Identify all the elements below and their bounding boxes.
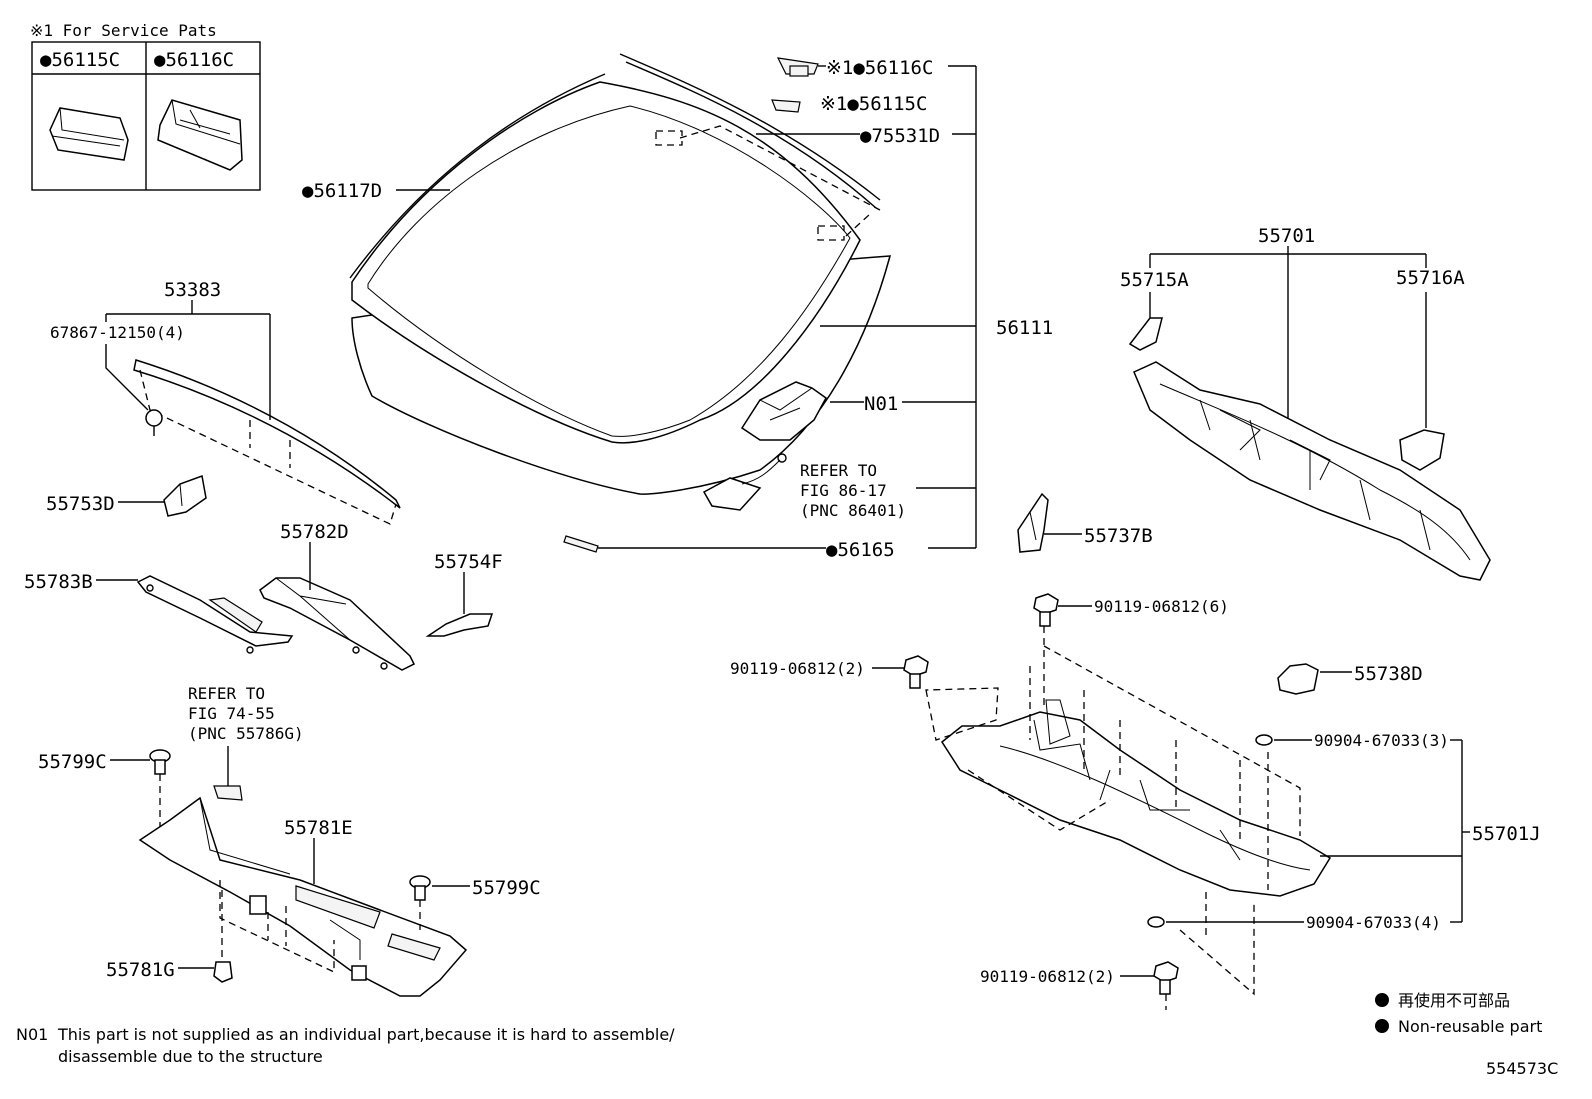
part-55701-dash-panel[interactable]: [1133, 361, 1491, 581]
label-55754f[interactable]: 55754F: [434, 551, 503, 573]
label-67867[interactable]: 67867-12150(4): [50, 323, 185, 342]
label-55783b[interactable]: 55783B: [24, 571, 93, 593]
part-55701j-dash-panel[interactable]: [941, 699, 1332, 897]
part-n01-bracket[interactable]: [740, 381, 827, 441]
legend-line2: Non-reusable part: [1398, 1017, 1542, 1036]
label-55782d[interactable]: 55782D: [280, 521, 349, 543]
footnote-line2: disassemble due to the structure: [58, 1047, 323, 1066]
clip-55799c-left[interactable]: [149, 749, 171, 775]
figure-id: 554573C: [1486, 1059, 1558, 1078]
label-refer-74-line2[interactable]: FIG 74-55: [188, 704, 275, 723]
label-55737b[interactable]: 55737B: [1084, 525, 1153, 547]
part-refer-74-55-strip[interactable]: [213, 785, 243, 801]
label-refer-86-line2[interactable]: FIG 86-17: [800, 481, 887, 500]
footnote-code: N01: [16, 1025, 48, 1044]
clip-56115c-drawing: [49, 107, 129, 161]
service-box-heading: ※1 For Service Pats: [30, 21, 217, 40]
legend-dot-1: [1375, 993, 1389, 1007]
label-90119-06812-6[interactable]: 90119-06812(6): [1094, 597, 1229, 616]
leaders-55701: [1149, 246, 1427, 430]
service-box-col1-label[interactable]: ●56115C: [40, 49, 120, 71]
label-90904-67033-4[interactable]: 90904-67033(4): [1306, 913, 1441, 932]
label-55753d[interactable]: 55753D: [46, 493, 115, 515]
part-53383-seal[interactable]: [133, 359, 401, 525]
bolt-90119-06812-2-upper[interactable]: [903, 655, 929, 689]
label-75531d[interactable]: ●75531D: [860, 125, 940, 147]
dash-lines-55701j: [925, 626, 1301, 996]
label-55716a[interactable]: 55716A: [1396, 267, 1465, 289]
part-55715a[interactable]: [1128, 317, 1163, 351]
label-55781e[interactable]: 55781E: [284, 817, 353, 839]
label-55799c-left[interactable]: 55799C: [38, 751, 107, 773]
footnote: N01 This part is not supplied as an indi…: [16, 1025, 675, 1066]
clip-56116c-drawing: [157, 99, 243, 171]
legend-line1: 再使用不可部品: [1398, 991, 1510, 1010]
clip-90904-67033-3[interactable]: [1255, 734, 1273, 746]
label-55701[interactable]: 55701: [1258, 225, 1315, 247]
part-55737b[interactable]: [1017, 492, 1049, 553]
label-56115c[interactable]: ※1●56115C: [820, 93, 927, 115]
label-56117d[interactable]: ●56117D: [302, 180, 382, 202]
part-56115c-strip[interactable]: [771, 99, 801, 113]
part-55753d[interactable]: [163, 474, 207, 517]
label-refer-74-line1: REFER TO: [188, 684, 265, 703]
label-56165[interactable]: ●56165: [826, 539, 895, 561]
part-55783b[interactable]: [136, 575, 294, 654]
part-56116c-strip[interactable]: [776, 57, 819, 77]
label-90119-06812-2-upper[interactable]: 90119-06812(2): [730, 659, 865, 678]
clip-55781g[interactable]: [213, 961, 233, 983]
part-55781e-cowl[interactable]: [138, 796, 468, 997]
bolt-90119-06812-6[interactable]: [1033, 593, 1059, 627]
part-rain-sensor[interactable]: [702, 453, 787, 511]
label-56111[interactable]: 56111: [996, 317, 1053, 339]
clip-67867[interactable]: [145, 409, 163, 436]
leaders-53383: [105, 300, 271, 420]
label-55715a[interactable]: 55715A: [1120, 269, 1189, 291]
legend-dot-2: [1375, 1019, 1389, 1033]
part-55716a[interactable]: [1399, 429, 1445, 471]
part-55782d[interactable]: [259, 577, 416, 671]
part-55754f[interactable]: [425, 613, 494, 637]
clip-55799c-right[interactable]: [409, 875, 431, 901]
footnote-line1: This part is not supplied as an individu…: [57, 1025, 675, 1044]
label-n01[interactable]: N01: [864, 393, 898, 415]
label-refer-74-line3: (PNC 55786G): [188, 724, 304, 743]
leaders-55701j: [1320, 740, 1470, 922]
label-90904-67033-3[interactable]: 90904-67033(3): [1314, 731, 1449, 750]
service-parts-box: ※1 For Service Pats ●56115C ●56116C: [30, 21, 261, 191]
part-56165-strip[interactable]: [563, 535, 599, 553]
label-90119-06812-2-lower[interactable]: 90119-06812(2): [980, 967, 1115, 986]
windshield-glass[interactable]: [349, 53, 892, 495]
label-53383[interactable]: 53383: [164, 279, 221, 301]
leaders-windshield: [396, 65, 977, 549]
label-55738d[interactable]: 55738D: [1354, 663, 1423, 685]
label-56116c[interactable]: ※1●56116C: [826, 57, 933, 79]
bolt-90119-06812-2-lower[interactable]: [1153, 961, 1179, 995]
label-refer-86-line1: REFER TO: [800, 461, 877, 480]
part-55738d[interactable]: [1277, 663, 1319, 695]
label-55781g[interactable]: 55781G: [106, 959, 175, 981]
label-55799c-right[interactable]: 55799C: [472, 877, 541, 899]
service-box-col2-label[interactable]: ●56116C: [154, 49, 234, 71]
label-55701j[interactable]: 55701J: [1472, 823, 1541, 845]
label-refer-86-line3: (PNC 86401): [800, 501, 906, 520]
clip-90904-67033-4[interactable]: [1147, 916, 1165, 928]
legend: 再使用不可部品 Non-reusable part: [1375, 991, 1542, 1036]
